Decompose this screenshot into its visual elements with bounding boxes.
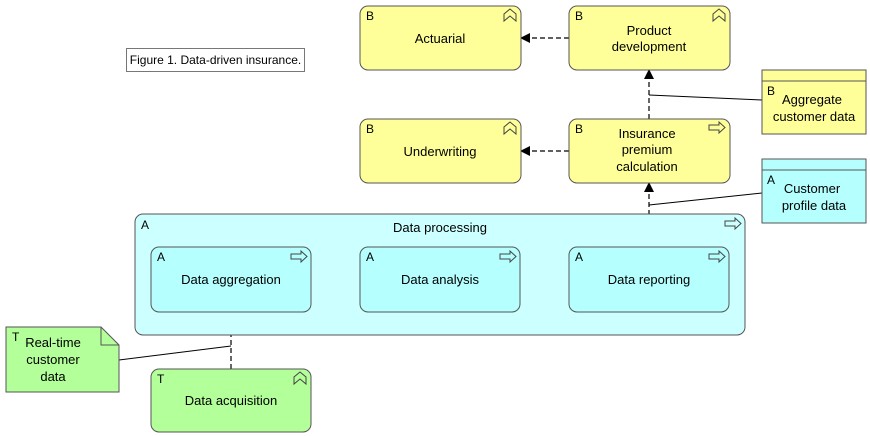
- data-acquisition-label: Data acquisition: [185, 393, 278, 408]
- data-analysis-node[interactable]: A Data analysis: [359, 246, 521, 313]
- underwriting-node[interactable]: B Underwriting: [359, 118, 522, 184]
- business-function-icon: [503, 8, 517, 23]
- element-type-letter: T: [12, 330, 20, 344]
- premium-calculation-label-line: calculation: [616, 159, 677, 174]
- element-type-letter: B: [366, 122, 374, 136]
- data-reporting-label: Data reporting: [608, 272, 690, 287]
- realtime-data-label-line: data: [40, 369, 66, 384]
- aggregate-customer-data-object[interactable]: B Aggregate customer data: [761, 69, 867, 135]
- technology-function-icon: [293, 371, 307, 386]
- customer-profile-data-object[interactable]: A Customer profile data: [761, 158, 867, 224]
- element-type-letter: B: [575, 122, 583, 136]
- data-aggregation-label: Data aggregation: [181, 272, 281, 287]
- business-function-icon: [712, 8, 726, 23]
- aggregate-data-label-line: Aggregate: [782, 92, 842, 107]
- business-function-icon: [503, 121, 517, 136]
- application-process-icon: [708, 249, 726, 264]
- underwriting-label: Underwriting: [404, 144, 477, 159]
- element-type-letter: B: [366, 9, 374, 23]
- product-development-label-line: development: [612, 39, 687, 54]
- actuarial-node[interactable]: B Actuarial: [359, 5, 522, 71]
- element-type-letter: B: [575, 9, 583, 23]
- realtime-customer-data-artifact[interactable]: T Real-time customer data: [5, 326, 120, 393]
- element-type-letter: A: [141, 218, 149, 232]
- actuarial-label: Actuarial: [415, 31, 466, 46]
- element-type-letter: B: [767, 84, 775, 98]
- element-type-letter: T: [157, 372, 165, 386]
- data-acquisition-node[interactable]: T Data acquisition: [150, 368, 312, 433]
- application-process-icon: [290, 249, 308, 264]
- element-type-letter: A: [767, 173, 775, 187]
- premium-calculation-label-line: premium: [622, 142, 673, 157]
- data-analysis-label: Data analysis: [401, 272, 480, 287]
- application-process-icon: [724, 216, 742, 231]
- association-customer-profile: [648, 192, 763, 206]
- customer-profile-label-line: Customer: [784, 181, 841, 196]
- product-development-label-line: Product: [627, 23, 672, 38]
- element-type-letter: A: [575, 250, 583, 264]
- realtime-data-label-line: customer: [26, 352, 80, 367]
- realtime-data-label-line: Real-time: [25, 335, 81, 350]
- data-reporting-node[interactable]: A Data reporting: [568, 246, 730, 313]
- data-aggregation-node[interactable]: A Data aggregation: [150, 246, 312, 313]
- customer-profile-label-line: profile data: [782, 198, 847, 213]
- element-type-letter: A: [157, 250, 165, 264]
- aggregate-data-label-line: customer data: [773, 109, 856, 124]
- premium-calculation-node[interactable]: B Insurance premium calculation: [568, 118, 731, 184]
- association-realtime-data: [118, 345, 232, 361]
- association-aggregate-data: [648, 94, 763, 101]
- data-processing-label: Data processing: [393, 220, 487, 235]
- figure-caption: Figure 1. Data-driven insurance.: [126, 48, 305, 72]
- product-development-node[interactable]: B Product development: [568, 5, 731, 71]
- premium-calculation-label-line: Insurance: [618, 126, 675, 141]
- element-type-letter: A: [366, 250, 374, 264]
- business-process-icon: [708, 120, 726, 135]
- application-process-icon: [499, 249, 517, 264]
